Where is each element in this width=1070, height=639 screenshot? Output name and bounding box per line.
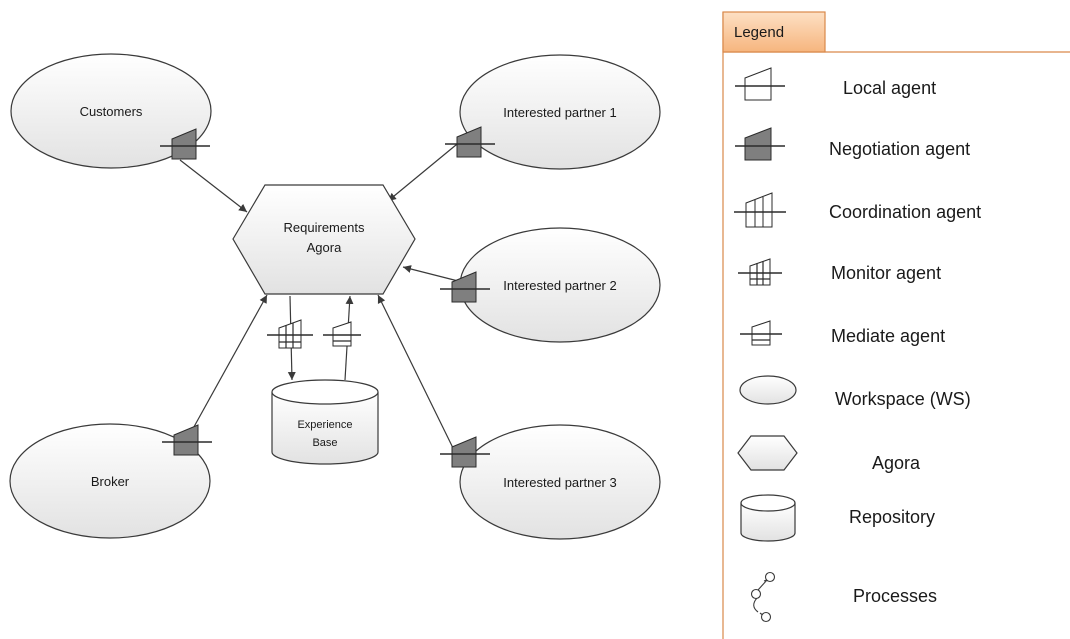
legend-label-repository: Repository [849,507,935,527]
legend-label-workspace: Workspace (WS) [835,389,971,409]
workspace-interested-partner-3: Interested partner 3 [459,424,661,540]
legend-label-mediate-agent: Mediate agent [831,326,945,346]
workspace-interested-partner-2: Interested partner 2 [459,227,661,343]
arrow-customers-to-agora [179,159,248,213]
agora-icon [737,435,798,471]
agora-label-line1: Requirements [284,220,365,235]
negotiation-agent-icon [440,271,490,303]
legend-label-local-agent: Local agent [843,78,936,98]
legend-label-coordination-agent: Coordination agent [829,202,981,222]
negotiation-agent-icon [160,128,210,160]
monitor-agent-icon [267,319,313,349]
negotiation-agent-icon [162,424,212,456]
workspace-label: Interested partner 2 [503,278,616,293]
repository-label-line1: Experience [297,419,352,431]
legend-tab [722,11,826,53]
workspace-broker: Broker [9,423,211,539]
workspace-label: Interested partner 3 [503,475,616,490]
mediate-agent-icon [323,321,361,347]
legend-label-negotiation-agent: Negotiation agent [829,139,970,159]
arrow-partner1-to-agora [387,139,463,202]
workspace-label: Interested partner 1 [503,105,616,120]
monitor-agent-icon [738,258,782,286]
legend-title: Legend [734,24,784,41]
arrow-broker-to-agora [189,294,268,435]
workspace-interested-partner-1: Interested partner 1 [459,54,661,170]
negotiation-agent-icon [440,436,490,468]
mediate-agent-icon [740,320,782,346]
workspace-label: Customers [80,104,143,119]
repository-icon [740,494,796,542]
negotiation-agent-icon [735,127,785,161]
arrow-partner3-to-agora [377,294,454,449]
agora-label-line2: Agora [307,240,342,255]
legend-label-agora: Agora [872,453,921,473]
workspace-customers: Customers [10,53,212,169]
legend-label-processes: Processes [853,586,937,606]
agora-requirements: Requirements Agora [232,184,416,295]
repository-label-line2: Base [312,437,337,449]
coordination-agent-icon [734,192,786,228]
negotiation-agent-icon [445,126,495,158]
arrow-partner2-to-agora [402,265,463,283]
legend: Legend Local agent Negotiation agent Coo… [722,11,1070,639]
workspace-icon [739,375,797,405]
processes-icon [750,571,776,623]
repository-experience-base: Experience Base [271,379,379,465]
legend-label-monitor-agent: Monitor agent [831,263,941,283]
workspace-label: Broker [91,474,130,489]
local-agent-icon [735,67,785,101]
